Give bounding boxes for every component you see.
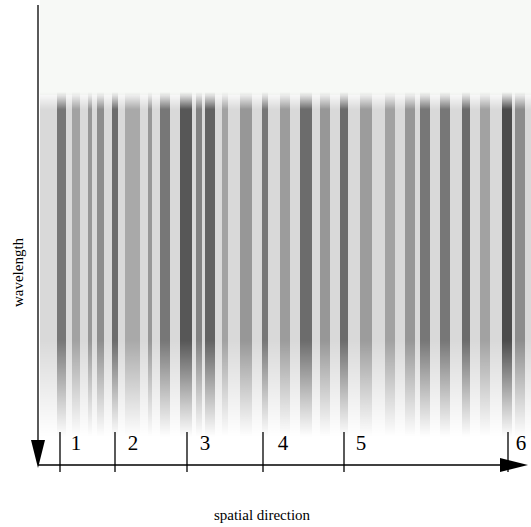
callout-number: 3 — [200, 433, 211, 454]
axes — [38, 5, 515, 472]
axis-label: spatial direction — [214, 508, 310, 523]
arrowhead — [500, 458, 528, 472]
callout-number: 4 — [278, 433, 289, 454]
callout-number: 2 — [128, 433, 139, 454]
callout-number: 6 — [516, 433, 527, 454]
arrowhead — [31, 440, 45, 468]
callout-number: 5 — [356, 433, 367, 454]
axis-label: wavelength — [12, 237, 27, 306]
callout-number: 1 — [71, 433, 82, 454]
